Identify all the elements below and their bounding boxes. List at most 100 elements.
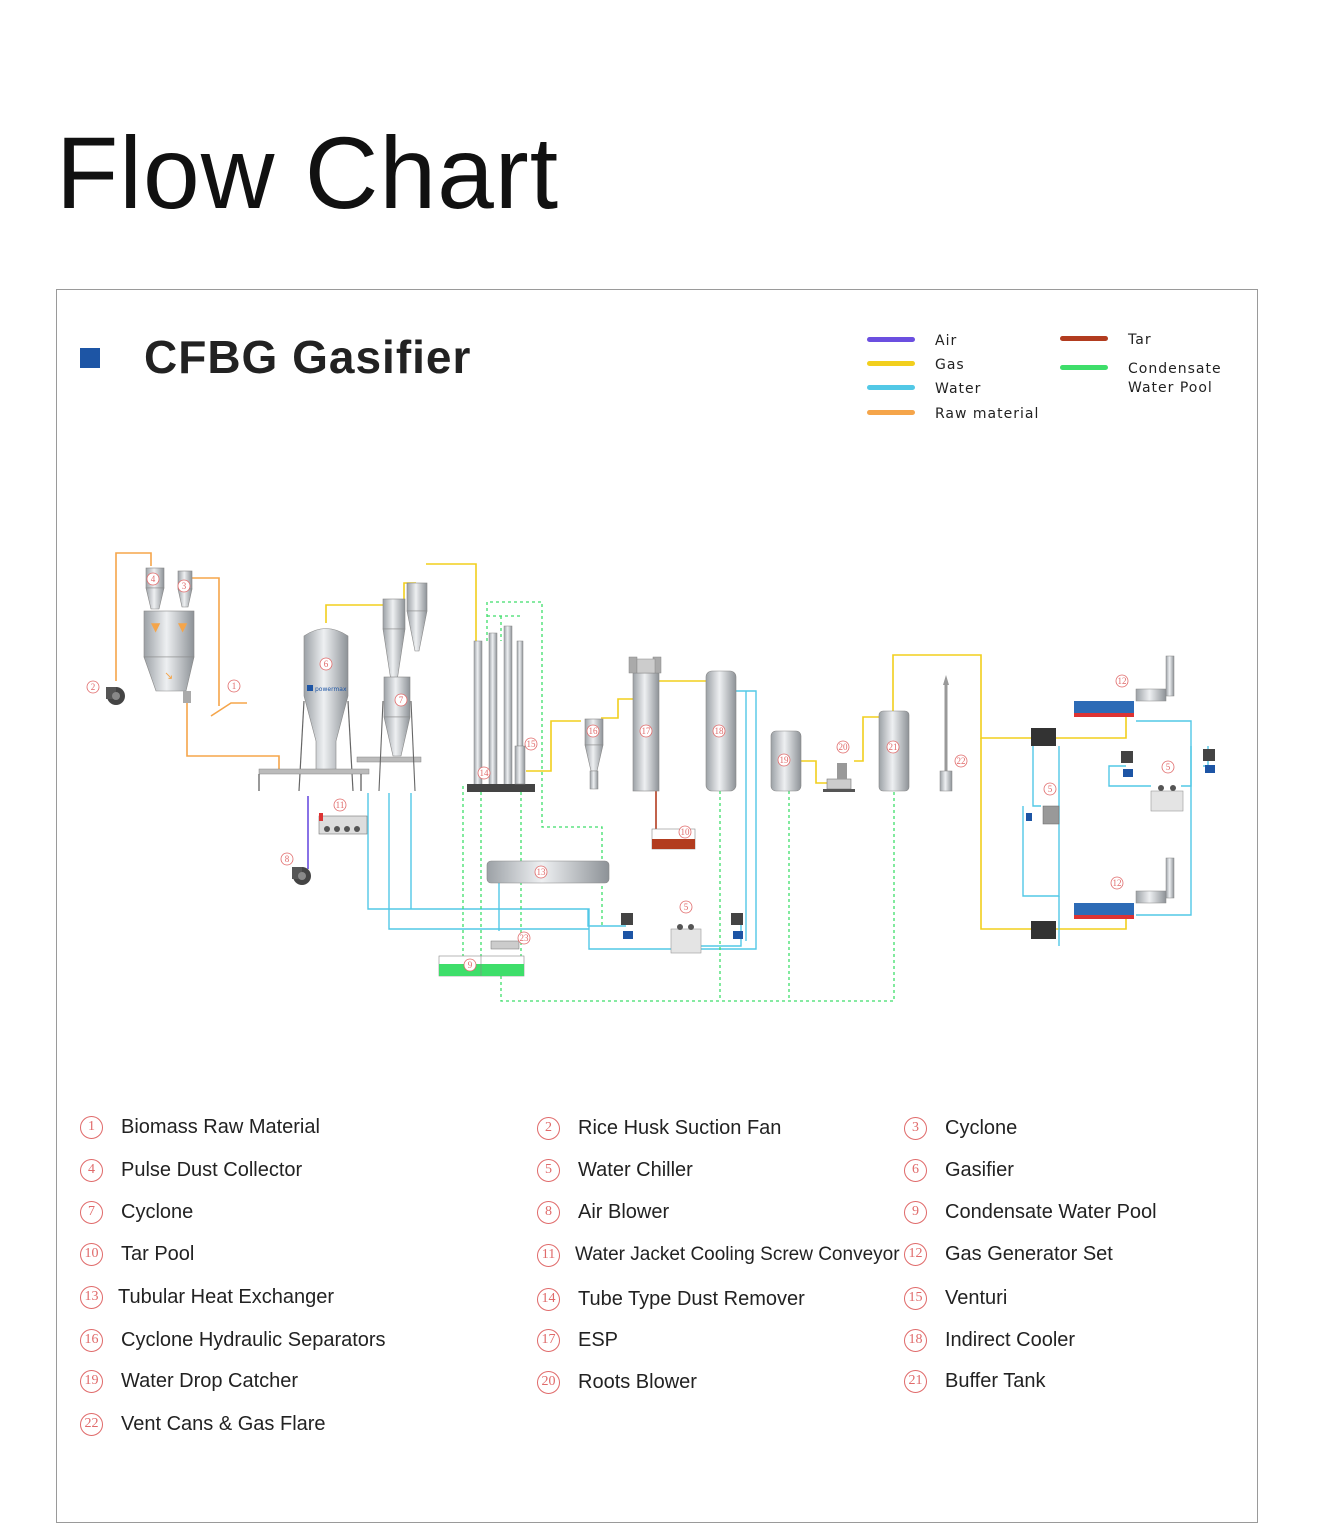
raw-material-lines bbox=[115, 552, 280, 769]
svg-text:12: 12 bbox=[1118, 676, 1127, 686]
svg-text:20: 20 bbox=[839, 742, 849, 752]
svg-text:22: 22 bbox=[957, 756, 966, 766]
diagram-label-5a: 5 bbox=[679, 900, 693, 914]
legend-item-tar: Tar bbox=[1060, 331, 1152, 350]
part-number: 11 bbox=[537, 1243, 560, 1267]
part-number: 13 bbox=[80, 1285, 103, 1309]
diagram-label-14: 14 bbox=[477, 766, 491, 780]
diagram-label-21: 21 bbox=[886, 740, 900, 754]
part-number: 5 bbox=[537, 1158, 560, 1182]
diagram-label-12a: 12 bbox=[1115, 674, 1129, 688]
legend-label-tar: Tar bbox=[1128, 332, 1152, 348]
part-label: Gas Generator Set bbox=[945, 1242, 1113, 1265]
svg-text:10: 10 bbox=[681, 827, 691, 837]
part-label: Cyclone bbox=[121, 1200, 194, 1223]
legend-item-air: Air bbox=[867, 332, 957, 351]
diagram-label-16: 16 bbox=[586, 724, 600, 738]
venturi bbox=[514, 640, 526, 785]
part-number: 10 bbox=[80, 1242, 103, 1266]
svg-text:3: 3 bbox=[182, 581, 187, 591]
diagram-label-5b: 5 bbox=[1161, 760, 1175, 774]
diagram-number-labels: 1 2 3 4 5 5 5 6 7 8 9 10 11 12 12 13 14 … bbox=[86, 572, 1175, 972]
part-label: Water Drop Catcher bbox=[121, 1369, 299, 1392]
part-label: Vent Cans & Gas Flare bbox=[121, 1412, 326, 1435]
legend-label-raw-material: Raw material bbox=[935, 406, 1040, 422]
condensate-lines bbox=[462, 601, 895, 1002]
rice-husk-suction-fan bbox=[106, 687, 125, 705]
svg-text:5: 5 bbox=[684, 902, 689, 912]
diagram-label-13: 13 bbox=[534, 865, 548, 879]
diagram-label-22: 22 bbox=[954, 754, 968, 768]
svg-text:5: 5 bbox=[1166, 762, 1171, 772]
part-label: Indirect Cooler bbox=[945, 1328, 1076, 1351]
part-number: 1 bbox=[80, 1115, 103, 1139]
part-number: 9 bbox=[904, 1200, 927, 1224]
part-number: 8 bbox=[537, 1200, 560, 1224]
svg-text:16: 16 bbox=[589, 726, 599, 736]
part-item-10: 10 Tar Pool bbox=[80, 1239, 194, 1269]
legend-swatch-water bbox=[867, 385, 915, 390]
diagram-panel: CFBG Gasifier Air Gas Water Raw material… bbox=[56, 289, 1258, 1523]
svg-text:18: 18 bbox=[715, 726, 725, 736]
part-item-12: 12 Gas Generator Set bbox=[904, 1239, 1113, 1269]
part-number: 3 bbox=[904, 1116, 927, 1140]
esp bbox=[628, 656, 662, 792]
part-label: ESP bbox=[578, 1328, 619, 1351]
part-label: Buffer Tank bbox=[945, 1369, 1046, 1392]
svg-text:13: 13 bbox=[537, 867, 547, 877]
part-item-7: 7 Cyclone bbox=[80, 1197, 193, 1227]
part-number: 12 bbox=[904, 1242, 927, 1266]
svg-text:17: 17 bbox=[642, 726, 652, 736]
gas-generator-set-upper bbox=[1074, 655, 1175, 717]
part-label: Tar Pool bbox=[121, 1242, 195, 1265]
air-blower bbox=[292, 867, 311, 885]
part-label: Roots Blower bbox=[578, 1370, 697, 1393]
water-chiller-right bbox=[1121, 749, 1215, 812]
diagram-label-3: 3 bbox=[177, 579, 191, 593]
part-number: 6 bbox=[904, 1158, 927, 1182]
diagram-label-17: 17 bbox=[639, 724, 653, 738]
svg-text:4: 4 bbox=[151, 574, 156, 584]
part-item-17: 17 ESP bbox=[537, 1325, 618, 1355]
svg-text:↘: ↘ bbox=[164, 669, 173, 682]
diagram-label-2: 2 bbox=[86, 680, 100, 694]
svg-text:▼: ▼ bbox=[178, 620, 188, 634]
svg-text:15: 15 bbox=[527, 739, 537, 749]
part-label: Venturi bbox=[945, 1286, 1008, 1309]
svg-text:2: 2 bbox=[91, 682, 96, 692]
legend-swatch-gas bbox=[867, 361, 915, 366]
control-boxes bbox=[1026, 728, 1060, 939]
part-number: 4 bbox=[80, 1158, 103, 1182]
part-label: Cyclone Hydraulic Separators bbox=[121, 1328, 386, 1351]
diagram-label-23: 23 bbox=[517, 931, 531, 945]
diagram-label-20: 20 bbox=[836, 740, 850, 754]
svg-text:5: 5 bbox=[1048, 784, 1053, 794]
part-number: 20 bbox=[537, 1370, 560, 1394]
part-number: 7 bbox=[80, 1200, 103, 1224]
diagram-label-5c: 5 bbox=[1043, 782, 1057, 796]
legend-label-air: Air bbox=[935, 333, 958, 349]
diagram-label-10: 10 bbox=[678, 825, 692, 839]
tube-dust-remover bbox=[467, 625, 535, 792]
diagram-label-4: 4 bbox=[146, 572, 160, 586]
diagram-label-15: 15 bbox=[524, 737, 538, 751]
water-chiller-lower bbox=[621, 913, 743, 954]
part-number: 16 bbox=[80, 1328, 103, 1352]
section-marker bbox=[80, 348, 100, 368]
part-item-4: 4 Pulse Dust Collector bbox=[80, 1155, 302, 1185]
part-number: 17 bbox=[537, 1328, 560, 1352]
vent-gas-flare bbox=[939, 675, 953, 792]
diagram-label-9: 9 bbox=[463, 958, 477, 972]
svg-text:11: 11 bbox=[336, 800, 345, 810]
part-label: Pulse Dust Collector bbox=[121, 1158, 303, 1181]
diagram-label-12b: 12 bbox=[1110, 876, 1124, 890]
